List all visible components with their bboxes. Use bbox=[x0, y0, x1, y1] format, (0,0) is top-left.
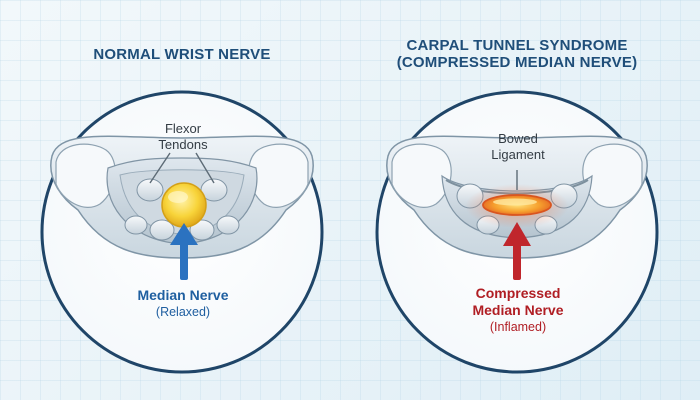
tendon-label-line-1: Flexor bbox=[165, 121, 202, 136]
median-nerve-state: (Relaxed) bbox=[156, 305, 210, 319]
tendon-label-line-2: Tendons bbox=[158, 137, 208, 152]
ligament-label-line-1: Bowed bbox=[498, 131, 538, 146]
relaxed-median-nerve bbox=[161, 182, 207, 228]
tendon-pointer-left bbox=[149, 152, 171, 184]
median-nerve-label: Median Nerve bbox=[137, 287, 228, 303]
compressed-label-line-1: Compressed bbox=[476, 285, 561, 301]
left-title: NORMAL WRIST NERVE bbox=[93, 46, 270, 63]
compressed-nerve-state: (Inflamed) bbox=[490, 320, 546, 334]
normal-nerve-arrow-icon bbox=[170, 223, 198, 280]
compressed-label-line-2: Median Nerve bbox=[472, 302, 563, 318]
inflamed-nerve-highlight bbox=[493, 198, 537, 206]
right-title-line-2: (COMPRESSED MEDIAN NERVE) bbox=[397, 54, 638, 71]
nerve-highlight bbox=[168, 191, 188, 203]
tendon-pointer-right bbox=[195, 152, 215, 184]
right-title-line-1: CARPAL TUNNEL SYNDROME bbox=[406, 37, 627, 54]
compressed-nerve-arrow-icon bbox=[503, 222, 531, 280]
ligament-label-line-2: Ligament bbox=[491, 147, 545, 162]
